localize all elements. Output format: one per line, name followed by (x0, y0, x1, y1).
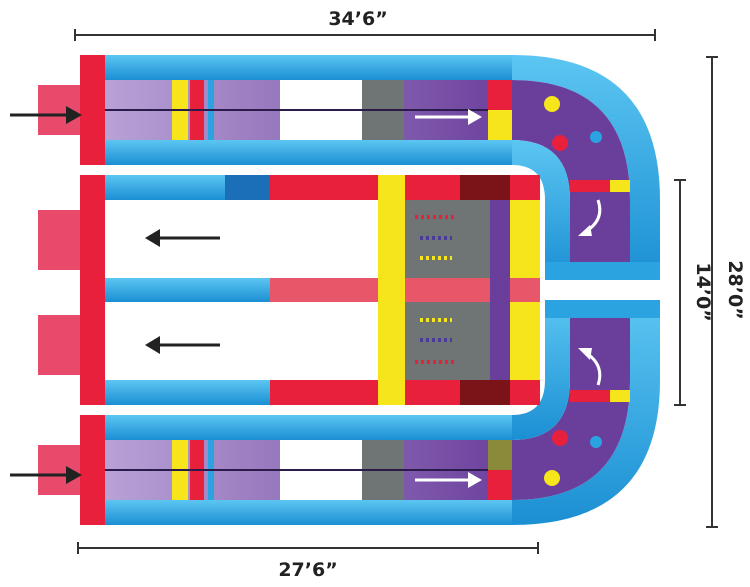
top-entry-lane (10, 55, 512, 165)
ball-yellow (544, 96, 560, 112)
bottom-width-label: 27’6” (278, 559, 337, 581)
bottom-entry-lane (10, 415, 512, 525)
ball-red (552, 135, 568, 151)
bottom-curve (512, 300, 660, 525)
dimension-total-depth: 28’0” (706, 56, 746, 528)
total-depth-label: 28’0” (724, 260, 746, 319)
top-curve (512, 55, 660, 280)
obstacle-dots (415, 215, 455, 364)
dimension-bottom: 27’6” (77, 542, 539, 581)
dimension-inner-depth: 14’0” (674, 179, 714, 406)
ball-blue (590, 131, 602, 143)
middle-exit-section (38, 175, 540, 405)
dimension-top: 34’6” (74, 8, 656, 41)
top-width-label: 34’6” (328, 8, 387, 30)
inner-depth-label: 14’0” (692, 262, 714, 321)
